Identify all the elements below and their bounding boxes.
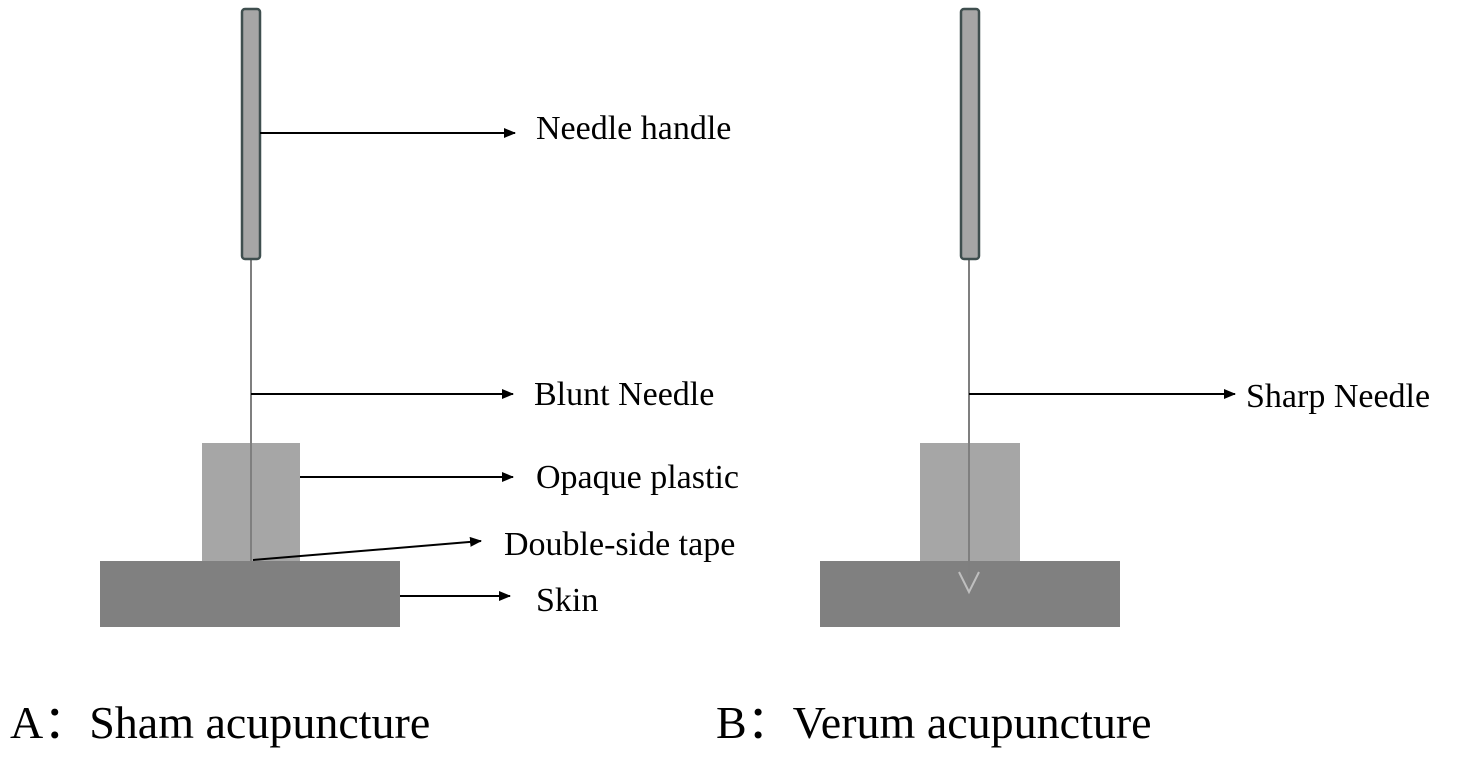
panel-b-verum xyxy=(820,7,1236,627)
needle-handle-b xyxy=(959,7,981,261)
skin-block-a xyxy=(100,561,400,627)
caption-b: B：Verum acupuncture xyxy=(716,697,1152,748)
label-blunt-needle: Blunt Needle xyxy=(534,376,715,413)
sharp-needle-tip-b xyxy=(958,571,980,595)
needle-handle-a xyxy=(240,7,262,261)
label-skin: Skin xyxy=(536,582,599,619)
label-double-side-tape: Double-side tape xyxy=(504,526,736,563)
panel-a-sham xyxy=(100,7,516,627)
label-opaque-plastic: Opaque plastic xyxy=(536,459,739,496)
label-sharp-needle: Sharp Needle xyxy=(1246,378,1431,415)
arrow-double-side-tape xyxy=(252,536,482,561)
label-needle-handle: Needle handle xyxy=(536,110,732,147)
caption-a: A：Sham acupuncture xyxy=(10,697,431,748)
